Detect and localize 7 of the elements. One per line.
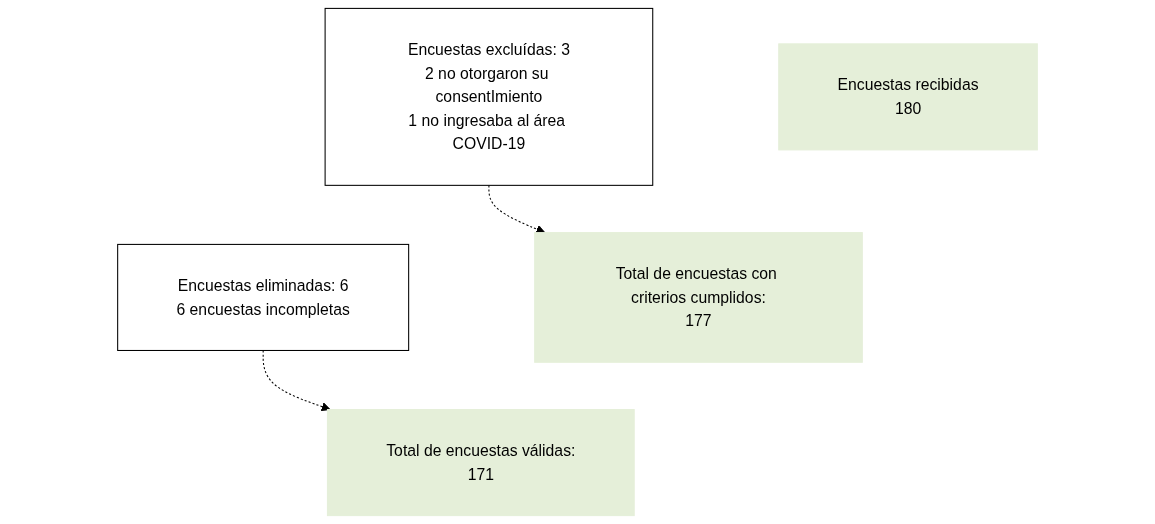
node-box: Total de encuestas con criterios cumplidos: 177 <box>534 232 863 363</box>
arrow <box>262 349 331 412</box>
node-box: Encuestas eliminadas: 6 6 encuestas incompletas <box>117 243 410 351</box>
node-box: Total de encuestas válidas: 171 <box>326 409 635 517</box>
arrow <box>488 184 546 234</box>
node-box: Encuestas recibidas 180 <box>778 43 1038 151</box>
node-box: Encuestas excluídas: 3 2 no otorgaron su consentImiento 1 no ingresaba al área COVID-19 <box>324 7 654 186</box>
